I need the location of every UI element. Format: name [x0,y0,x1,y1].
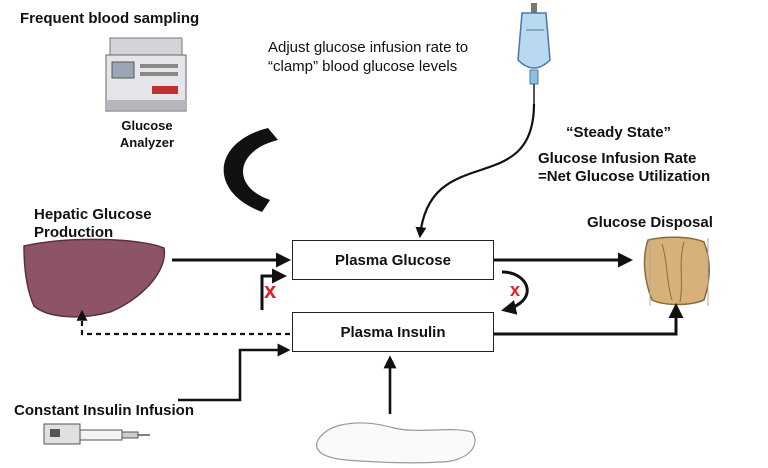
insulin-to-liver-dashed-arrow [76,309,290,336]
plasma-insulin-box: Plasma Insulin [292,312,494,352]
steady-state-label: “Steady State” [566,124,672,141]
adjust-infusion-line1: Adjust glucose infusion rate to [268,39,469,56]
hgp-inhibition-arrow [260,268,287,310]
hepatic-glucose-line1: Hepatic Glucose [34,206,152,223]
infusion-to-insulin-arrow [178,343,291,402]
glucose-disposal-label: Glucose Disposal [587,214,713,231]
glucose-analyzer-label-line1: Glucose [121,118,173,133]
syringe-pump-icon [43,423,150,445]
gir-label-line1: Glucose Infusion Rate [538,150,697,167]
insulin-to-disposal-arrow [494,303,684,336]
iv-bag-icon [517,3,551,104]
hgp-inhibition-x-mark: x [264,278,277,303]
glucose-analyzer-label: Glucose Analyzer [103,117,191,151]
plasma-glucose-box: Plasma Glucose [292,240,494,280]
disposal-inhibition-arrow [501,270,529,315]
iv-tube-arrow [415,103,536,239]
hepatic-glucose-label: Hepatic Glucose Production [34,206,152,242]
adjust-infusion-label: Adjust glucose infusion rate to “clamp” … [268,38,468,76]
hepatic-glucose-line2: Production [34,224,114,241]
gir-label: Glucose Infusion Rate =Net Glucose Utili… [538,150,710,186]
pancreas-icon [316,422,476,464]
gir-label-line2: =Net Glucose Utilization [538,168,711,185]
frequent-sampling-label: Frequent blood sampling [20,10,200,27]
disposal-x-mark: x [510,280,521,300]
constant-insulin-label: Constant Insulin Infusion [14,402,194,419]
liver-icon [23,238,166,318]
adjust-infusion-line2: “clamp” blood glucose levels [268,58,458,75]
feedback-curve-icon [223,128,278,212]
glucose-analyzer-label-line2: Analyzer [119,135,175,150]
muscle-icon [643,236,710,306]
glucose-analyzer-icon [105,37,187,112]
